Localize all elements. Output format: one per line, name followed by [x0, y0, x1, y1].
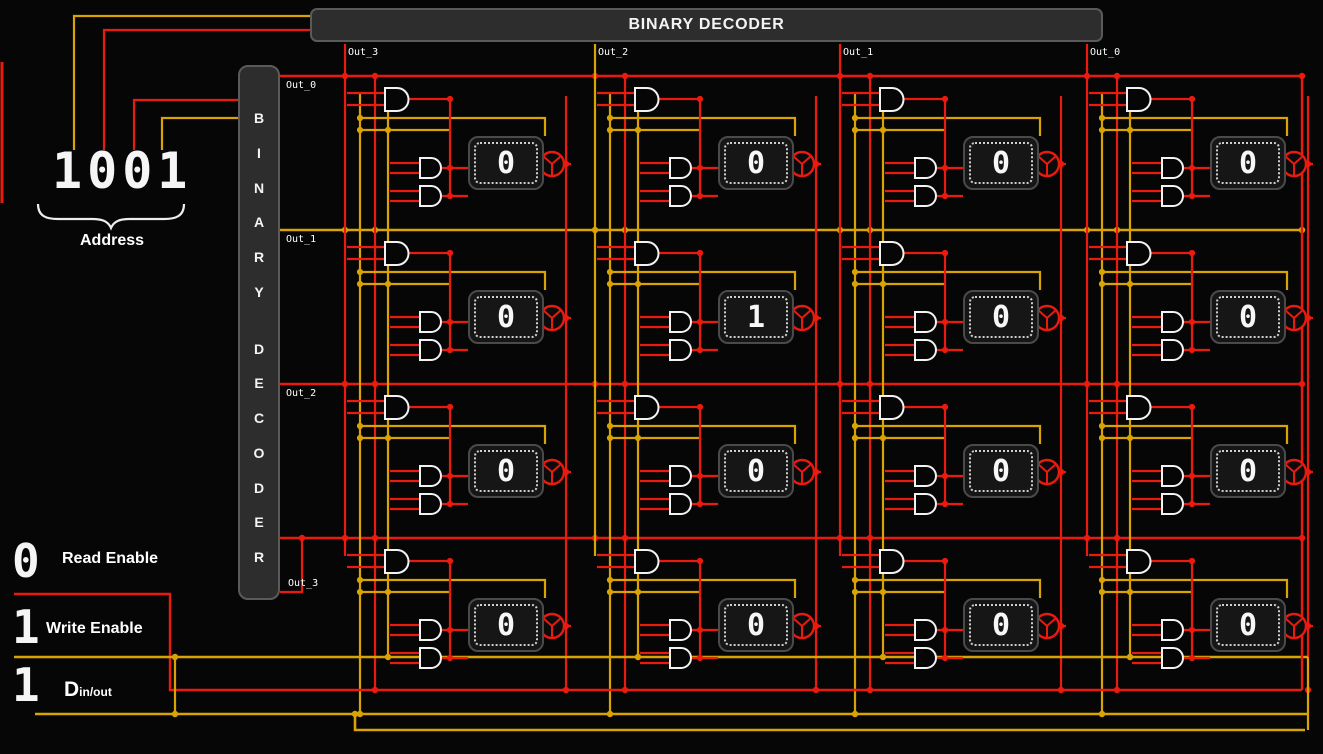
wire — [72, 14, 310, 150]
bit-value: 0 — [991, 453, 1011, 489]
memory-cell[interactable]: 0 — [1072, 80, 1317, 234]
column-label-out3: Out_3 — [348, 47, 379, 58]
binary-decoder-top[interactable]: BINARY DECODER — [310, 8, 1103, 42]
address-brace — [36, 203, 186, 231]
decoder-letter: I — [257, 144, 261, 161]
memory-cell[interactable]: 0 — [1072, 234, 1317, 388]
bit-value: 0 — [496, 145, 516, 181]
bit-value: 1 — [746, 299, 766, 335]
bit-display[interactable]: 1 — [718, 290, 794, 344]
decoder-letter: R — [253, 549, 265, 565]
decoder-letter: D — [253, 340, 265, 357]
data-inout-label-main: D — [64, 678, 80, 701]
data-inout-label: Din/out — [64, 678, 112, 702]
binary-decoder-left[interactable]: B I N A R Y D E C O D E R — [238, 65, 280, 600]
bit-value: 0 — [1238, 607, 1258, 643]
bit-value: 0 — [1238, 299, 1258, 335]
wire — [160, 116, 238, 150]
memory-cell[interactable]: 0 — [825, 234, 1070, 388]
decoder-letter: E — [254, 375, 264, 392]
wire-junction — [298, 534, 306, 542]
memory-cell[interactable]: 0 — [580, 388, 825, 542]
bit-value: 0 — [991, 145, 1011, 181]
decoder-letter: Y — [254, 283, 264, 300]
decoder-letter: B — [253, 110, 265, 126]
row-label-out2: Out_2 — [286, 388, 317, 399]
memory-cell[interactable]: 0 — [1072, 542, 1317, 696]
row-label-out1: Out_1 — [286, 234, 317, 245]
bit-display[interactable]: 0 — [1210, 290, 1286, 344]
row-label-out0: Out_0 — [286, 80, 317, 91]
bit-display[interactable]: 0 — [468, 136, 544, 190]
decoder-letter: D — [253, 479, 265, 496]
bit-value: 0 — [496, 453, 516, 489]
bit-value: 0 — [746, 145, 766, 181]
row-label-out3: Out_3 — [288, 578, 319, 589]
bit-value: 0 — [991, 607, 1011, 643]
decoder-letter: A — [253, 214, 265, 231]
column-label-out2: Out_2 — [598, 47, 629, 58]
bit-value: 0 — [496, 299, 516, 335]
bit-display[interactable]: 0 — [718, 444, 794, 498]
column-label-out0: Out_0 — [1090, 47, 1121, 58]
wire — [14, 592, 1302, 692]
wire-junction — [171, 653, 179, 661]
wire-junction — [351, 710, 359, 718]
bit-display[interactable]: 0 — [468, 290, 544, 344]
wire — [102, 28, 310, 150]
memory-cell[interactable]: 0 — [580, 542, 825, 696]
bit-value: 0 — [1238, 453, 1258, 489]
wire — [353, 714, 1305, 732]
memory-cell[interactable]: 0 — [825, 388, 1070, 542]
bit-value: 0 — [746, 453, 766, 489]
bit-display[interactable]: 0 — [963, 444, 1039, 498]
bit-display[interactable]: 0 — [718, 136, 794, 190]
data-inout-label-sub: in/out — [79, 685, 112, 699]
decoder-letter: E — [254, 514, 264, 531]
bit-display[interactable]: 0 — [963, 136, 1039, 190]
bit-display[interactable]: 0 — [468, 598, 544, 652]
bit-display[interactable]: 0 — [1210, 136, 1286, 190]
address-label: Address — [79, 232, 145, 249]
memory-cell[interactable]: 0 — [825, 542, 1070, 696]
bit-display[interactable]: 0 — [468, 444, 544, 498]
bit-display[interactable]: 0 — [963, 290, 1039, 344]
wire — [132, 98, 238, 150]
bit-value: 0 — [1238, 145, 1258, 181]
memory-cell[interactable]: 0 — [1072, 388, 1317, 542]
column-label-out1: Out_1 — [843, 47, 874, 58]
decoder-letter: N — [253, 179, 265, 196]
memory-cell[interactable]: 0 — [330, 388, 575, 542]
wire — [280, 538, 304, 594]
write-enable-label: Write Enable — [46, 620, 143, 637]
bit-value: 0 — [746, 607, 766, 643]
bit-display[interactable]: 0 — [718, 598, 794, 652]
bit-value: 0 — [496, 607, 516, 643]
binary-decoder-top-title: BINARY DECODER — [628, 16, 785, 33]
memory-cell[interactable]: 0 — [825, 80, 1070, 234]
read-enable-label: Read Enable — [62, 550, 159, 567]
bit-display[interactable]: 0 — [963, 598, 1039, 652]
decoder-letter: C — [253, 410, 265, 426]
data-inout-value[interactable]: 1 — [12, 658, 40, 712]
bit-display[interactable]: 0 — [1210, 444, 1286, 498]
write-enable-value[interactable]: 1 — [12, 600, 40, 654]
memory-cell[interactable]: 0 — [580, 80, 825, 234]
read-enable-value[interactable]: 0 — [12, 534, 40, 588]
memory-cell[interactable]: 0 — [330, 542, 575, 696]
bit-display[interactable]: 0 — [1210, 598, 1286, 652]
address-value[interactable]: 1001 — [52, 142, 193, 200]
memory-cell[interactable]: 0 — [330, 234, 575, 388]
decoder-letter: R — [253, 249, 265, 265]
memory-cell[interactable]: 1 — [580, 234, 825, 388]
decoder-letter: O — [253, 444, 265, 461]
memory-cell[interactable]: 0 — [330, 80, 575, 234]
bit-value: 0 — [991, 299, 1011, 335]
